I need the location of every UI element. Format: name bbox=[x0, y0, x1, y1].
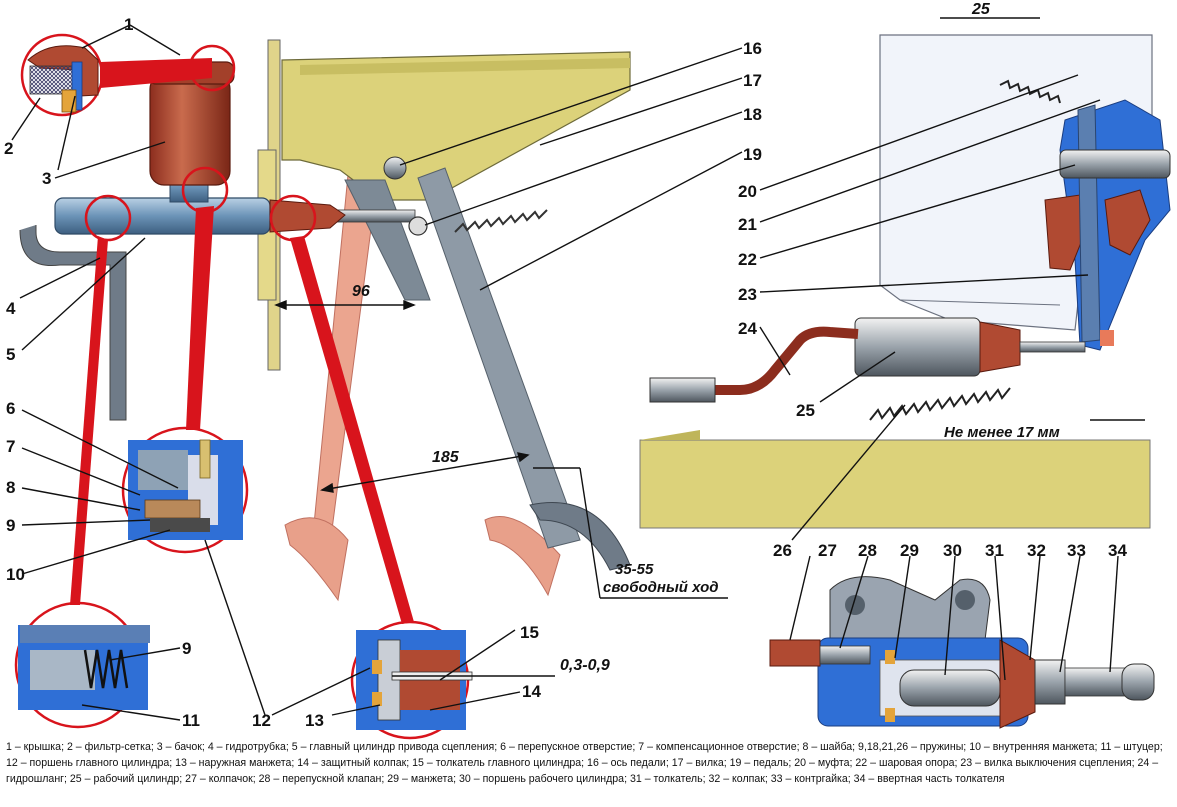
dimension-96: 96 bbox=[352, 283, 370, 300]
label-23: 23 bbox=[738, 285, 757, 304]
label-13: 13 bbox=[305, 711, 324, 730]
label-6: 6 bbox=[6, 399, 15, 418]
label-28: 28 bbox=[858, 541, 877, 560]
label-8: 8 bbox=[6, 478, 15, 497]
free-play-value: 35-55 bbox=[615, 561, 654, 578]
figure-caption: 1 – крышка; 2 – фильтр-сетка; 3 – бачок;… bbox=[6, 741, 1163, 785]
label-32: 32 bbox=[1027, 541, 1046, 560]
label-19: 19 bbox=[743, 145, 762, 164]
dimension-gap: 0,3-0,9 bbox=[560, 657, 610, 674]
label-31: 31 bbox=[985, 541, 1004, 560]
label-14: 14 bbox=[522, 682, 541, 701]
part-labels: 1 2 3 4 5 6 7 8 9 10 9 11 12 13 14 15 16… bbox=[4, 15, 1127, 730]
label-20: 20 bbox=[738, 182, 757, 201]
slave-cylinder-section bbox=[769, 576, 1155, 729]
fitting-detail bbox=[18, 625, 150, 710]
label-12: 12 bbox=[252, 711, 271, 730]
free-play-label: свободный ход bbox=[603, 579, 719, 596]
pedal-assembly bbox=[257, 39, 631, 602]
label-9b: 9 bbox=[182, 639, 191, 658]
label-1: 1 bbox=[124, 15, 133, 34]
label-34: 34 bbox=[1108, 541, 1127, 560]
label-3: 3 bbox=[42, 169, 51, 188]
label-25: 25 bbox=[796, 401, 815, 420]
label-17: 17 bbox=[743, 71, 762, 90]
valve-detail bbox=[128, 439, 243, 540]
label-33: 33 bbox=[1067, 541, 1086, 560]
gearbox-assembly bbox=[639, 34, 1171, 529]
callout-connectors bbox=[70, 58, 414, 624]
label-24: 24 bbox=[738, 319, 757, 338]
label-27: 27 bbox=[818, 541, 837, 560]
label-30: 30 bbox=[943, 541, 962, 560]
label-22: 22 bbox=[738, 250, 757, 269]
label-4: 4 bbox=[6, 299, 16, 318]
label-15: 15 bbox=[520, 623, 539, 642]
label-5: 5 bbox=[6, 345, 15, 364]
label-26: 26 bbox=[773, 541, 792, 560]
label-10: 10 bbox=[6, 565, 25, 584]
piston-detail bbox=[356, 630, 473, 730]
dimension-185: 185 bbox=[432, 449, 460, 466]
label-2: 2 bbox=[4, 139, 13, 158]
dimension-lines bbox=[274, 17, 1145, 677]
label-29: 29 bbox=[900, 541, 919, 560]
label-16: 16 bbox=[743, 39, 762, 58]
min-17-label: Не менее 17 мм bbox=[944, 424, 1060, 441]
label-21: 21 bbox=[738, 215, 757, 234]
label-11: 11 bbox=[182, 711, 200, 730]
dimension-labels: 96 185 25 0,3-0,9 35-55 свободный ход Не… bbox=[352, 1, 1060, 674]
label-9: 9 bbox=[6, 516, 15, 535]
label-7: 7 bbox=[6, 437, 15, 456]
dimension-25: 25 bbox=[971, 1, 991, 18]
label-18: 18 bbox=[743, 105, 762, 124]
leader-lines bbox=[11, 24, 1119, 721]
cap-detail bbox=[27, 45, 99, 113]
